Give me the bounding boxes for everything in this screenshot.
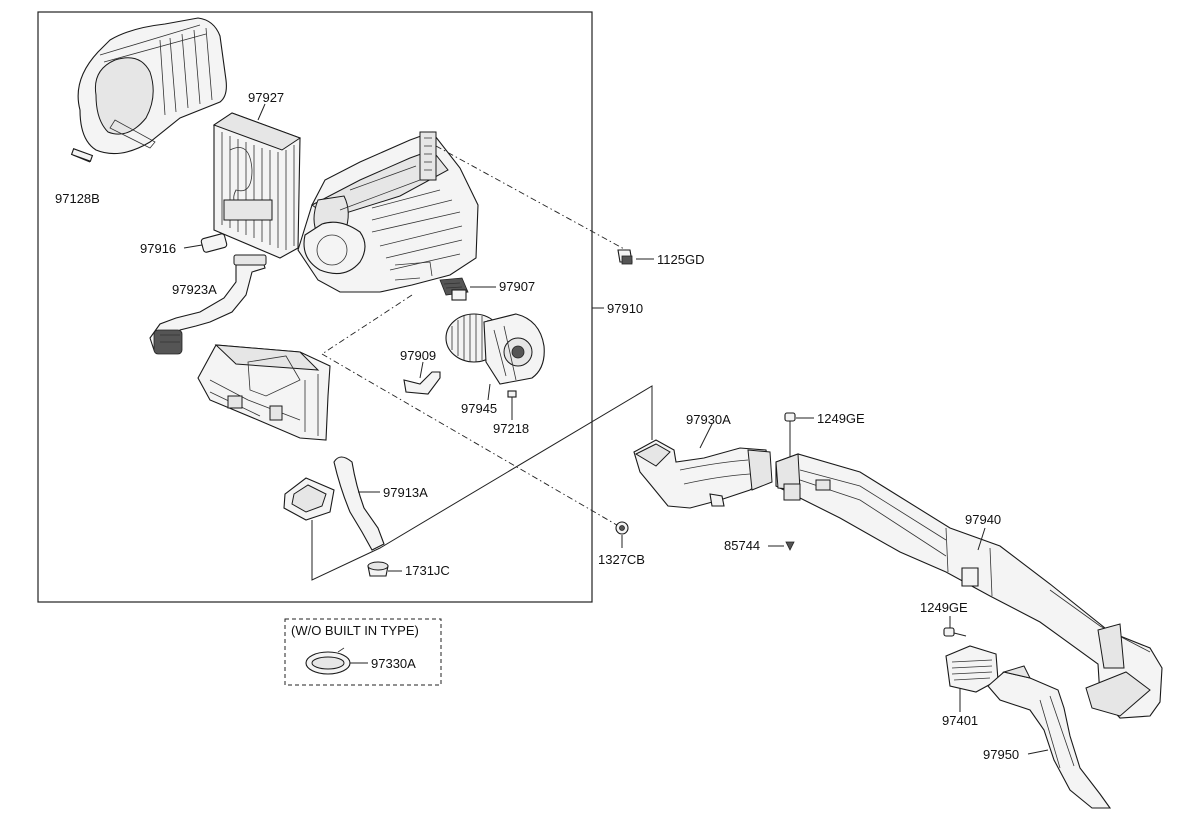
screw-1249GE-bottom[interactable] xyxy=(943,627,967,637)
label-1249GE-bottom: 1249GE xyxy=(920,600,968,615)
rear-duct-97940-part[interactable] xyxy=(775,453,1163,719)
tube-97923A-part[interactable] xyxy=(149,254,267,355)
label-97930A: 97930A xyxy=(686,412,731,427)
label-1125GD: 1125GD xyxy=(657,252,704,267)
duct-97950-part[interactable] xyxy=(987,665,1112,809)
clip-97128B[interactable] xyxy=(70,148,94,163)
leader-1125GD xyxy=(435,145,627,251)
label-97330A: 97330A xyxy=(371,656,416,671)
label-85744: 85744 xyxy=(724,538,760,553)
duct-97930A-part[interactable] xyxy=(633,439,773,509)
label-97909: 97909 xyxy=(400,348,436,363)
seal-97330A-part[interactable] xyxy=(305,647,351,675)
grommet-1731JC[interactable] xyxy=(367,561,389,577)
hvac-case-part[interactable] xyxy=(297,131,479,293)
label-97950: 97950 xyxy=(983,747,1019,762)
clip-85744[interactable] xyxy=(783,483,801,551)
label-97927: 97927 xyxy=(248,90,284,105)
screw-97218[interactable] xyxy=(507,390,517,420)
hose-97913A-part[interactable] xyxy=(333,456,385,551)
label-1327CB: 1327CB xyxy=(598,552,645,567)
assembly-box-97910 xyxy=(37,11,593,603)
variant-box xyxy=(284,618,442,686)
variant-box-title: (W/O BUILT IN TYPE) xyxy=(291,623,419,638)
bolt-1125GD[interactable] xyxy=(617,249,633,265)
label-97907: 97907 xyxy=(499,279,535,294)
lower-case-part[interactable] xyxy=(197,344,331,441)
drain-97909-part[interactable] xyxy=(403,371,441,395)
seal-ring-part[interactable] xyxy=(283,477,335,521)
label-97940: 97940 xyxy=(965,512,1001,527)
evaporator-part[interactable] xyxy=(212,112,302,259)
label-97923A: 97923A xyxy=(172,282,217,297)
resistor-97907-part[interactable] xyxy=(439,277,469,301)
label-97910: 97910 xyxy=(607,301,643,316)
nut-1327CB[interactable] xyxy=(615,521,629,548)
label-1249GE-top: 1249GE xyxy=(817,411,865,426)
label-97913A: 97913A xyxy=(383,485,428,500)
label-1731JC: 1731JC xyxy=(405,563,450,578)
blower-motor-part[interactable] xyxy=(445,313,545,385)
label-97401: 97401 xyxy=(942,713,978,728)
label-97945: 97945 xyxy=(461,401,497,416)
label-97128B: 97128B xyxy=(55,191,100,206)
label-97218: 97218 xyxy=(493,421,529,436)
upper-case-part[interactable] xyxy=(77,17,227,155)
sensor-97916-part[interactable] xyxy=(183,233,228,253)
label-97916: 97916 xyxy=(140,241,176,256)
